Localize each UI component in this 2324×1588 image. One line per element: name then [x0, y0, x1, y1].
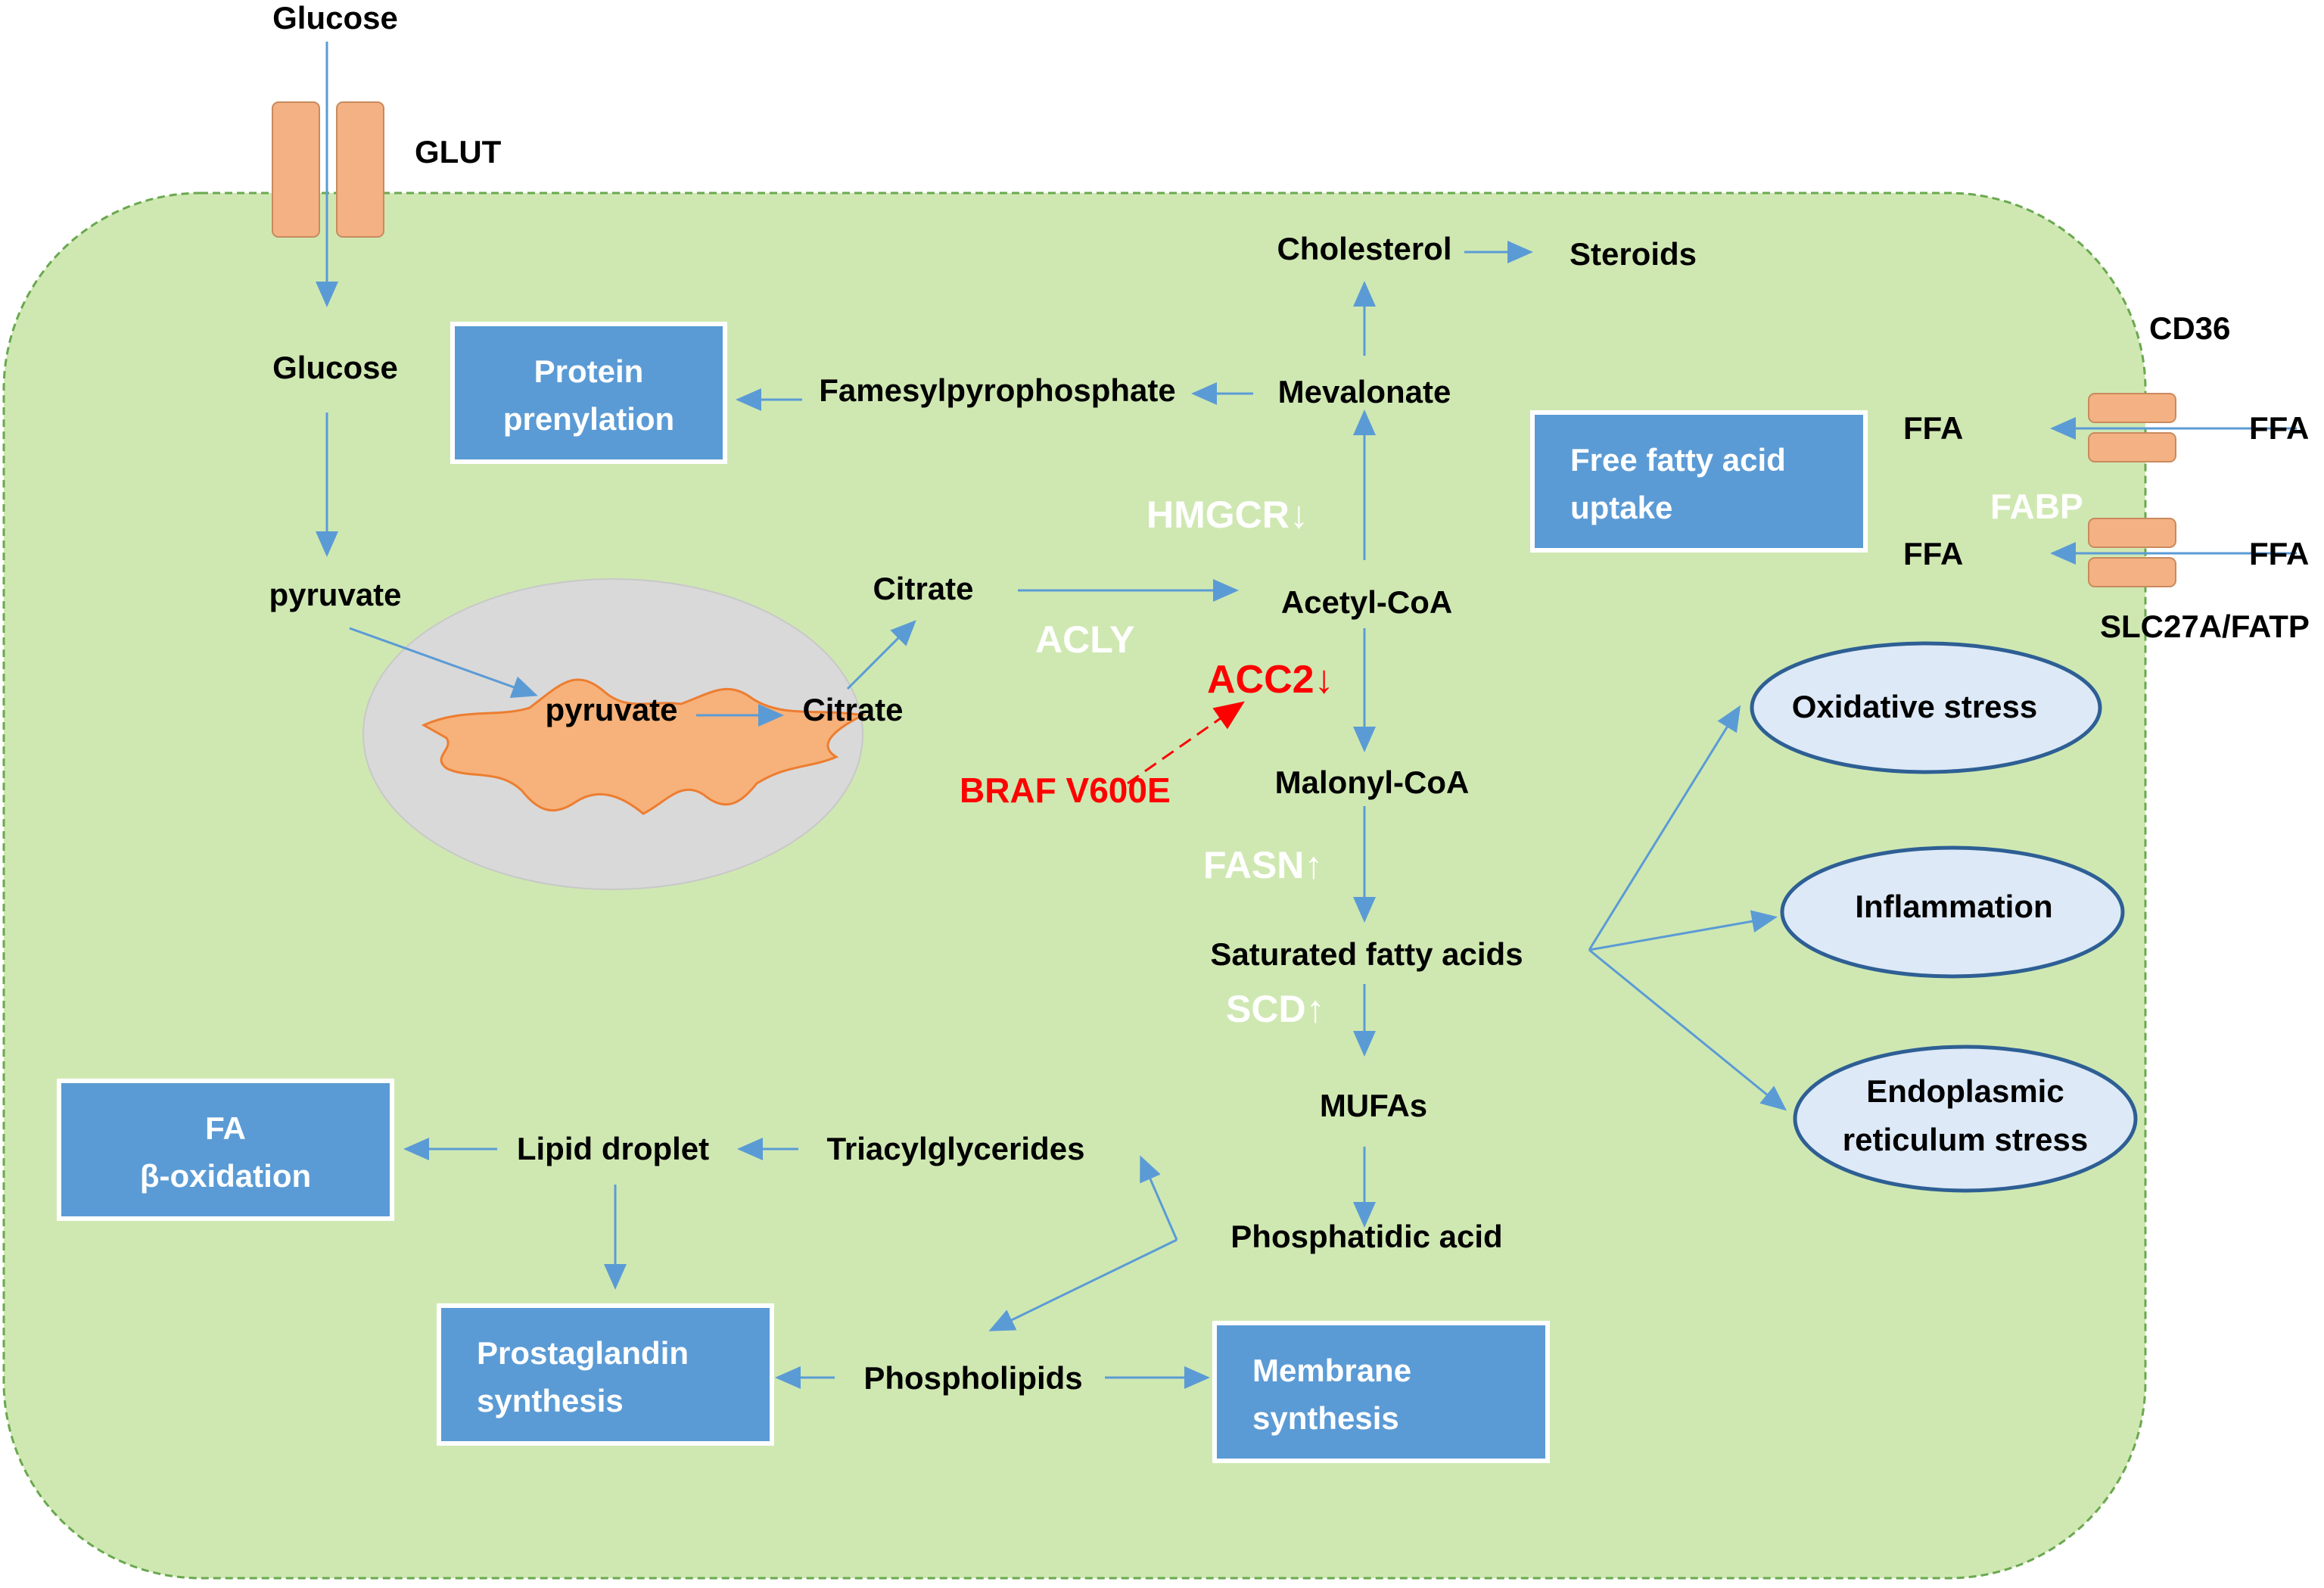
er-stress-node: Endoplasmic reticulum stress [1793, 1045, 2138, 1193]
pyruvate-mito-label: pyruvate [545, 692, 677, 727]
braf-arrow [1127, 701, 1245, 785]
ffa-uptake-line2: uptake [1570, 490, 1672, 525]
malonyl-coa-label: Malonyl-CoA [1275, 764, 1470, 800]
ffa-uptake-box: Free fatty acid uptake [1530, 410, 1868, 553]
slc27a-label: SLC27A/FATP [2100, 609, 2310, 644]
cd36-transporter [2088, 393, 2176, 462]
mufas-label: MUFAs [1320, 1088, 1427, 1123]
acc2-label: ACC2↓ [1207, 658, 1334, 702]
acetyl-coa-label: Acetyl-CoA [1281, 584, 1452, 620]
arrows [316, 42, 2297, 1389]
oxidative-stress-label: Oxidative stress [1792, 689, 2038, 724]
er-stress-line1: Endoplasmic [1866, 1073, 2064, 1109]
protein-prenylation-box: Protein prenylation [450, 322, 727, 464]
fa-oxidation-line2: β-oxidation [140, 1158, 311, 1194]
citrate-mito-label: Citrate [802, 692, 903, 727]
fabp-label: FABP [1990, 487, 2083, 526]
protein-prenylation-line2: prenylation [503, 401, 674, 437]
steroids-label: Steroids [1570, 236, 1697, 272]
acly-label: ACLY [1035, 618, 1135, 661]
braf-label: BRAF V600E [960, 771, 1171, 810]
er-stress-line2: reticulum stress [1843, 1122, 2088, 1157]
glucose-inside-label: Glucose [272, 350, 398, 385]
pyruvate-label: pyruvate [269, 577, 401, 612]
phosphatidic-acid-label: Phosphatidic acid [1230, 1219, 1502, 1254]
membrane-line1: Membrane [1252, 1353, 1411, 1388]
membrane-line2: synthesis [1252, 1400, 1399, 1436]
ffa-inside-2-label: FFA [1903, 536, 1963, 571]
scd-label: SCD↑ [1226, 988, 1325, 1030]
prostaglandin-line1: Prostaglandin [477, 1335, 689, 1371]
inflammation-label: Inflammation [1855, 889, 2052, 924]
mevalonate-label: Mevalonate [1278, 374, 1451, 409]
glut-label: GLUT [415, 134, 502, 170]
fa-oxidation-box: FA β-oxidation [57, 1079, 394, 1221]
fasn-label: FASN↑ [1203, 844, 1323, 886]
oxidative-stress-node: Oxidative stress [1750, 641, 2102, 774]
citrate-label: Citrate [873, 571, 973, 606]
ffa-uptake-line1: Free fatty acid [1570, 442, 1786, 478]
fatp-transporter [2088, 518, 2176, 587]
ffa-outside-1-label: FFA [2249, 410, 2309, 446]
mitochondrion [362, 578, 866, 890]
prostaglandin-line2: synthesis [477, 1383, 624, 1418]
ffa-outside-2-label: FFA [2249, 536, 2309, 571]
inflammation-node: Inflammation [1780, 845, 2125, 979]
phospholipids-label: Phospholipids [863, 1360, 1082, 1396]
hmgcr-label: HMGCR↓ [1146, 494, 1308, 536]
fa-oxidation-line1: FA [205, 1110, 246, 1146]
ffa-inside-1-label: FFA [1903, 410, 1963, 446]
prostaglandin-box: Prostaglandin synthesis [437, 1303, 774, 1446]
glut-transporter [272, 101, 384, 238]
protein-prenylation-line1: Protein [534, 353, 644, 389]
farnesyl-label: Famesylpyrophosphate [819, 372, 1175, 408]
lipid-droplet-label: Lipid droplet [517, 1131, 709, 1166]
triacylglycerides-label: Triacylglycerides [827, 1131, 1085, 1166]
membrane-synthesis-box: Membrane synthesis [1212, 1321, 1550, 1463]
cholesterol-label: Cholesterol [1277, 231, 1451, 266]
saturated-fa-label: Saturated fatty acids [1210, 936, 1523, 972]
cd36-label: CD36 [2149, 310, 2230, 346]
glucose-outside-label: Glucose [272, 0, 398, 36]
